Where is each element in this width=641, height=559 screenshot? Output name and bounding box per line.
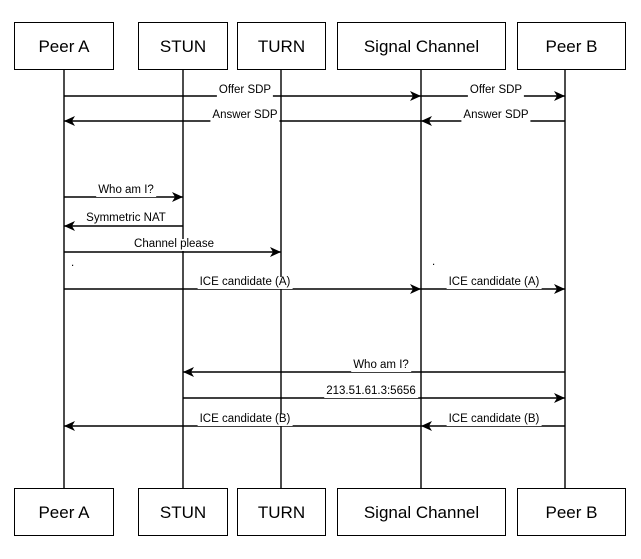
message-arrows-group: [64, 91, 565, 431]
participant-box-signal-channel-bottom[interactable]: Signal Channel: [337, 488, 506, 536]
participant-box-stun-top[interactable]: STUN: [138, 22, 228, 70]
participant-label-peer-b: Peer B: [545, 36, 598, 56]
message-label-m5: Who am I?: [96, 184, 156, 197]
message-label-m4: Answer SDP: [461, 109, 531, 122]
message-label-m13: ICE candidate (B): [446, 413, 542, 426]
participant-box-peer-a-bottom[interactable]: Peer A: [14, 488, 114, 536]
participant-label-peer-b: Peer B: [545, 502, 598, 522]
participant-label-signal-channel: Signal Channel: [363, 36, 480, 56]
dot-mark-dot-b: .: [432, 256, 436, 268]
participant-label-stun: STUN: [159, 502, 207, 522]
message-label-m1: Offer SDP: [216, 84, 274, 97]
message-label-m7: Channel please: [132, 238, 216, 251]
participant-label-peer-a: Peer A: [38, 502, 90, 522]
message-label-m2: Offer SDP: [467, 84, 525, 97]
participant-box-peer-a-top[interactable]: Peer A: [14, 22, 114, 70]
message-label-m11: 213.51.61.3:5656: [324, 385, 418, 398]
participant-label-turn: TURN: [257, 36, 306, 56]
message-label-m12: ICE candidate (B): [197, 413, 293, 426]
dot-mark-dot-a: .: [71, 257, 75, 269]
participant-box-stun-bottom[interactable]: STUN: [138, 488, 228, 536]
message-label-m9: ICE candidate (A): [446, 276, 542, 289]
participant-label-turn: TURN: [257, 502, 306, 522]
message-label-m3: Answer SDP: [210, 109, 280, 122]
message-label-m6: Symmetric NAT: [84, 212, 168, 225]
participant-box-peer-b-top[interactable]: Peer B: [517, 22, 626, 70]
participant-label-peer-a: Peer A: [38, 36, 90, 56]
participant-box-peer-b-bottom[interactable]: Peer B: [517, 488, 626, 536]
participant-box-turn-bottom[interactable]: TURN: [237, 488, 326, 536]
participant-box-turn-top[interactable]: TURN: [237, 22, 326, 70]
participant-box-signal-channel-top[interactable]: Signal Channel: [337, 22, 506, 70]
message-label-m8: ICE candidate (A): [197, 276, 293, 289]
participant-label-signal-channel: Signal Channel: [363, 502, 480, 522]
message-label-m10: Who am I?: [351, 359, 411, 372]
participant-label-stun: STUN: [159, 36, 207, 56]
